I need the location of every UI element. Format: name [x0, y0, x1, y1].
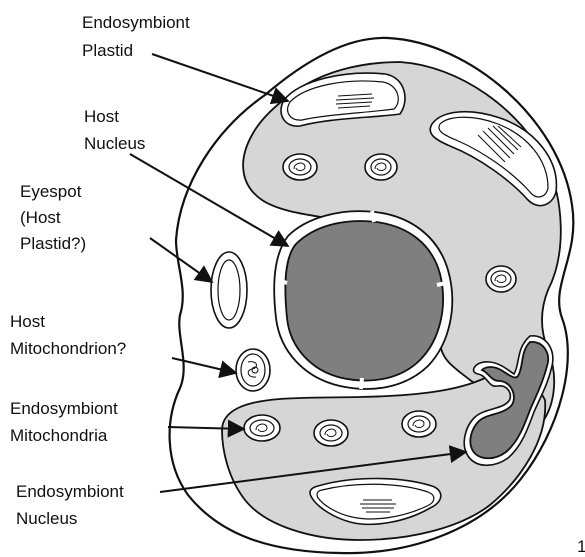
label-endosymbiont-nucleus-line2: Nucleus	[16, 509, 77, 528]
label-host-mitochondrion-line2: Mitochondrion?	[10, 339, 126, 358]
endosymbiont-mitochondrion-1	[283, 154, 317, 180]
label-endosymbiont-mitochondria-line2: Mitochondria	[10, 426, 108, 445]
endosymbiont-mitochondrion-3	[486, 266, 516, 292]
corner-mark: 1	[577, 537, 585, 556]
endosymbiont-mitochondrion-4	[244, 415, 280, 441]
leader-endosymbiont-plastid	[152, 54, 288, 101]
label-host-nucleus-line2: Nucleus	[84, 134, 145, 153]
label-eyespot-line2: (Host	[20, 208, 61, 227]
host-nucleus	[274, 211, 452, 389]
endosymbiont-mitochondrion-2	[365, 154, 397, 180]
label-endosymbiont-nucleus-line1: Endosymbiont	[16, 482, 124, 501]
endosymbiont-mitochondrion-6	[402, 411, 436, 437]
label-host-mitochondrion-line1: Host	[10, 312, 45, 331]
endosymbiont-mitochondrion-5	[314, 420, 348, 446]
label-endosymbiont-plastid-line1: Endosymbiont	[82, 13, 190, 32]
label-eyespot-line1: Eyespot	[20, 182, 82, 201]
label-eyespot-line3: Plastid?)	[20, 234, 86, 253]
eyespot	[211, 252, 247, 328]
label-endosymbiont-mitochondria-line1: Endosymbiont	[10, 399, 118, 418]
label-endosymbiont-plastid-line2: Plastid	[82, 41, 133, 60]
host-mitochondrion	[236, 349, 270, 391]
label-host-nucleus-line1: Host	[84, 107, 119, 126]
